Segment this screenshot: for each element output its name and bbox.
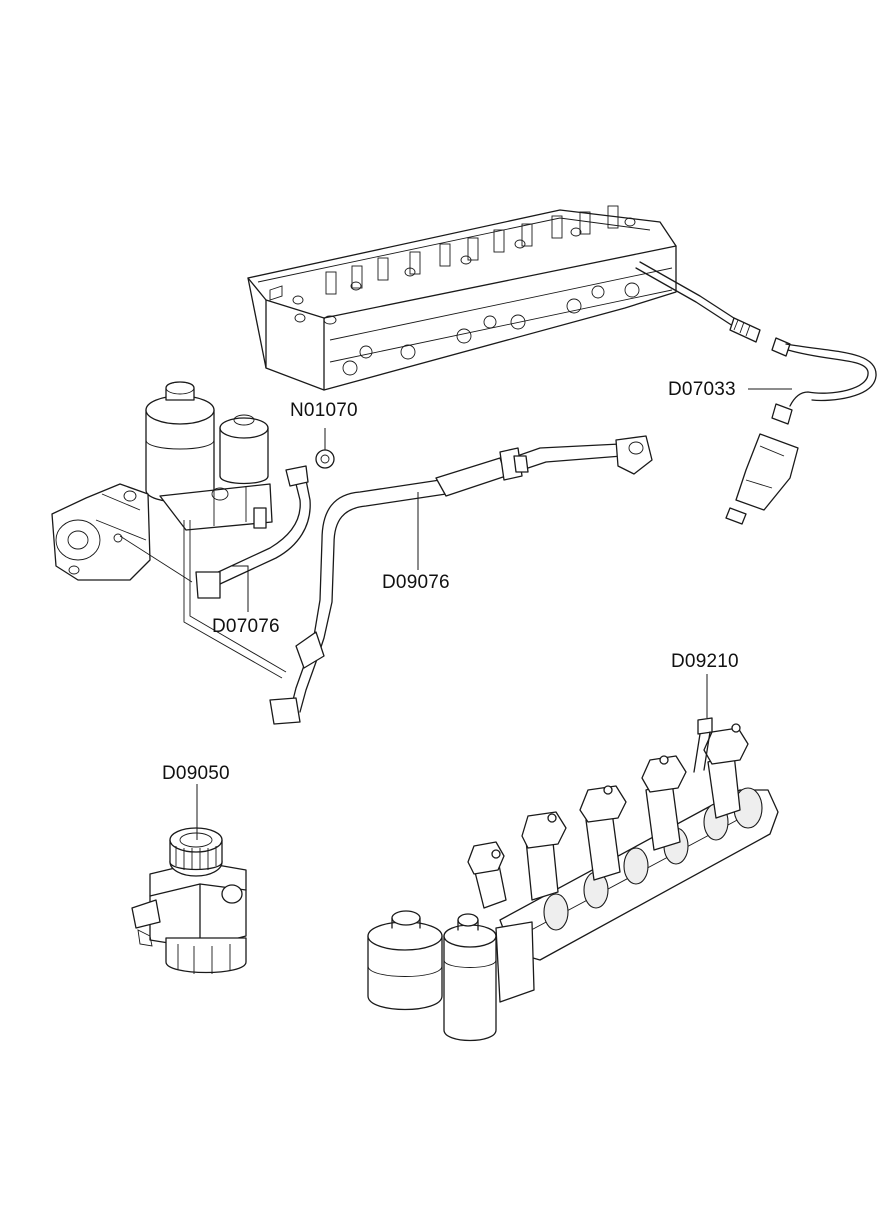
filter-pump-assembly <box>51 381 311 679</box>
callout-d07076: D07076 <box>212 616 280 637</box>
callout-d07033: D07033 <box>668 379 736 400</box>
callout-n01070: N01070 <box>290 400 358 421</box>
callout-d09050: D09050 <box>162 763 230 784</box>
inline-filter <box>131 827 247 974</box>
callout-d09210: D09210 <box>671 651 739 672</box>
cylinder-head <box>247 205 677 391</box>
callout-leaders <box>196 388 792 840</box>
fuel-hose <box>269 435 653 725</box>
washer <box>315 449 335 469</box>
fuel-rail-assembly <box>367 717 779 1042</box>
callout-d09076: D09076 <box>382 572 450 593</box>
injector-line-assembly <box>635 261 877 525</box>
